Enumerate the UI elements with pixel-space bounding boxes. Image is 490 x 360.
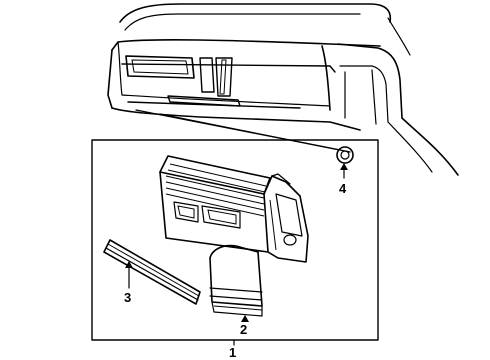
vehicle-rear-illustration <box>107 3 459 176</box>
side-lamp-part <box>209 244 263 317</box>
grommet-part <box>336 146 354 164</box>
callout-1: 1 <box>229 345 236 360</box>
callout-4: 4 <box>339 181 347 196</box>
molding-part <box>103 239 201 305</box>
callout-3: 3 <box>124 290 131 305</box>
tail-lamp-assembly-part <box>159 155 309 263</box>
callout-2: 2 <box>240 322 247 337</box>
assembly-frame <box>91 139 379 341</box>
